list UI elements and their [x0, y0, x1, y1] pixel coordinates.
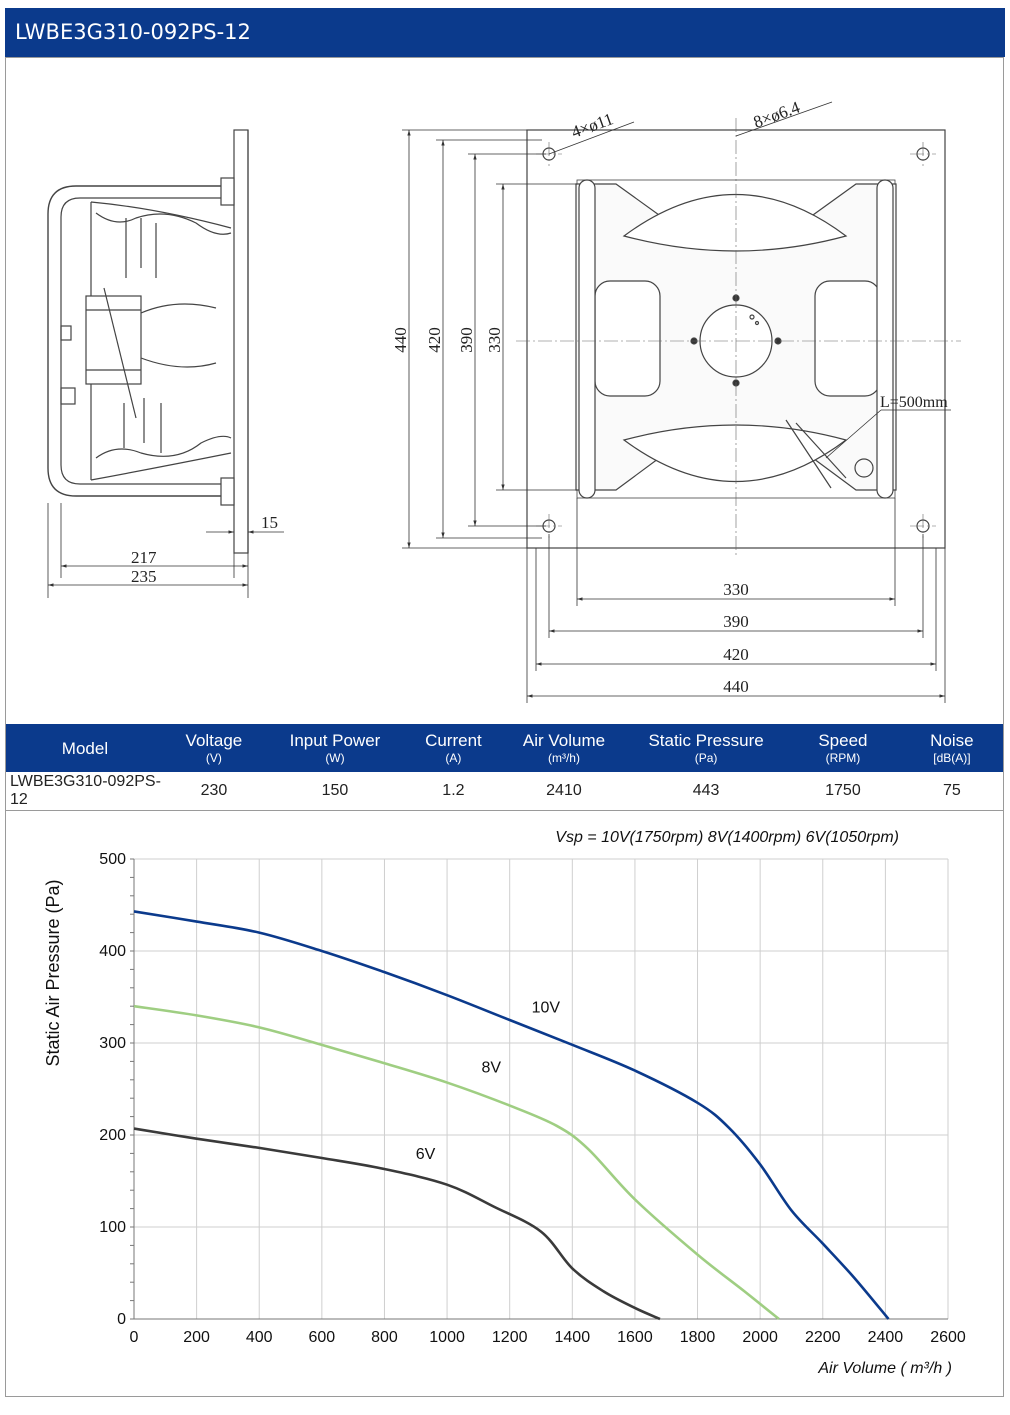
series-line-8v [133, 1004, 780, 1321]
dim-330-horizontal: 330 [723, 580, 749, 599]
dim-420-horizontal: 420 [723, 645, 749, 664]
series-line-6v [133, 1127, 661, 1321]
chart-y-axis-label: Static Air Pressure (Pa) [43, 879, 63, 1066]
y-tick-label: 0 [117, 1311, 126, 1328]
x-tick-label: 1600 [617, 1329, 653, 1346]
series-annotation: 8V [482, 1059, 502, 1076]
x-tick-label: 200 [183, 1329, 210, 1346]
header-speed: Speed(RPM) [785, 724, 901, 772]
content-frame [5, 57, 1004, 1397]
header-input-power: Input Power(W) [263, 724, 407, 772]
cell-voltage: 230 [163, 772, 264, 811]
y-tick-label: 200 [99, 1127, 126, 1144]
cell-air-volume: 2410 [500, 772, 628, 811]
holes-8-label: 8×ø6.4 [751, 97, 803, 131]
x-tick-label: 2200 [805, 1329, 841, 1346]
dim-390-vertical: 390 [457, 327, 476, 353]
y-tick-label: 500 [99, 851, 126, 868]
y-tick-label: 100 [99, 1219, 126, 1236]
front-dimensions [402, 101, 951, 703]
x-tick-label: 1800 [680, 1329, 716, 1346]
dim-217: 217 [131, 548, 157, 567]
x-tick-label: 1000 [429, 1329, 465, 1346]
dim-15: 15 [261, 513, 278, 532]
chart-grid [133, 858, 949, 1320]
x-tick-label: 600 [308, 1329, 335, 1346]
x-tick-label: 800 [371, 1329, 398, 1346]
x-tick-label: 0 [130, 1329, 139, 1346]
cell-input-power: 150 [263, 772, 407, 811]
technical-drawing: 15 217 235 [47, 97, 961, 703]
x-tick-label: 2000 [742, 1329, 778, 1346]
x-tick-label: 1400 [555, 1329, 591, 1346]
series-line-10v [133, 910, 890, 1320]
chart-labels: 10V 8V 6V [416, 1000, 561, 1163]
dim-420-vertical: 420 [425, 327, 444, 353]
chart-subtitle: Vsp = 10V(1750rpm) 8V(1400rpm) 6V(1050rp… [555, 829, 899, 846]
dim-440-horizontal: 440 [723, 677, 749, 696]
header-noise: Noise[dB(A)] [900, 724, 1003, 772]
spec-table: Model Voltage(V) Input Power(W) Current(… [6, 724, 1003, 811]
dim-235: 235 [131, 567, 157, 586]
chart-series [133, 910, 890, 1321]
dim-390-horizontal: 390 [723, 612, 749, 631]
dim-440-vertical: 440 [391, 327, 410, 353]
side-view [47, 129, 249, 554]
cable-length-label: L=500mm [880, 394, 948, 411]
x-tick-label: 400 [246, 1329, 273, 1346]
header-air-volume: Air Volume(m³/h) [500, 724, 628, 772]
spec-header-row: Model Voltage(V) Input Power(W) Current(… [6, 724, 1003, 772]
header-static-pressure: Static Pressure(Pa) [627, 724, 786, 772]
header-model: Model [6, 724, 164, 772]
spec-data-row: LWBE3G310-092PS-12 230 150 1.2 2410 443 … [6, 772, 1003, 811]
cell-model: LWBE3G310-092PS-12 [6, 772, 164, 811]
y-tick-label: 300 [99, 1035, 126, 1052]
cell-noise: 75 [900, 772, 1003, 811]
y-tick-label: 400 [99, 943, 126, 960]
x-tick-label: 1200 [492, 1329, 528, 1346]
cell-current: 1.2 [406, 772, 501, 811]
chart-x-axis-label: Air Volume ( m³/h ) [817, 1360, 952, 1377]
header-current: Current(A) [406, 724, 501, 772]
x-tick-label: 2400 [868, 1329, 904, 1346]
series-annotation: 10V [532, 1000, 561, 1017]
x-tick-label: 2600 [930, 1329, 966, 1346]
series-annotation: 6V [416, 1146, 436, 1163]
cell-static-pressure: 443 [627, 772, 786, 811]
dim-330-vertical: 330 [485, 327, 504, 353]
cell-speed: 1750 [785, 772, 901, 811]
header-voltage: Voltage(V) [163, 724, 264, 772]
page-title: LWBE3G310-092PS-12 [5, 8, 1005, 57]
side-dimensions [47, 503, 284, 598]
